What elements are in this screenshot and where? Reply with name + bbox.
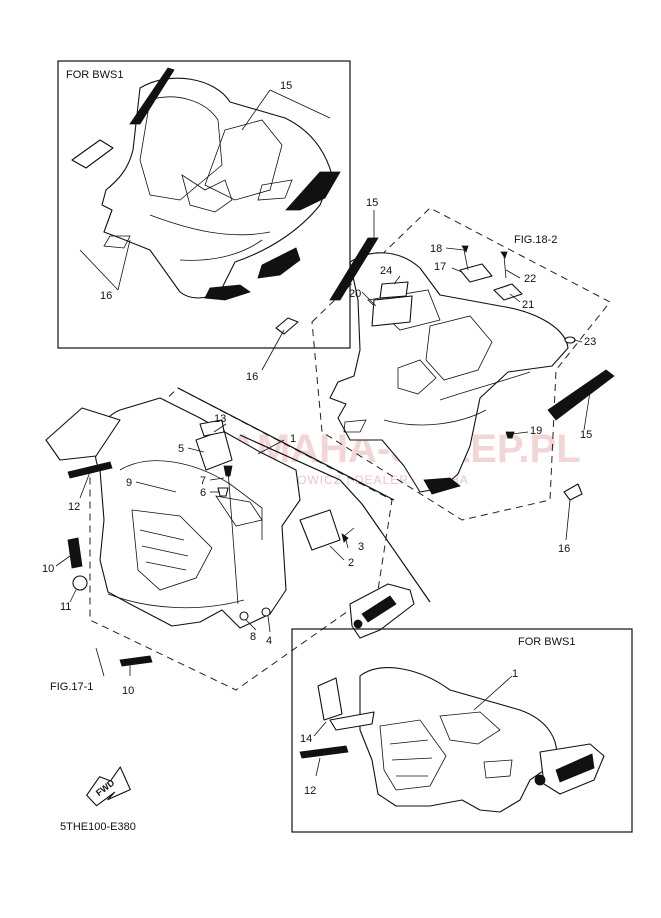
- callout-10-lower: 10: [122, 685, 134, 697]
- callout-11: 11: [60, 601, 71, 613]
- callout-3: 3: [358, 541, 364, 553]
- callout-5: 5: [178, 443, 184, 455]
- callout-21: 21: [522, 299, 534, 311]
- callout-13: 13: [214, 413, 226, 425]
- callout-12-bws1: 12: [304, 785, 316, 797]
- callout-9: 9: [126, 477, 132, 489]
- callout-15-top: 15: [280, 80, 292, 92]
- callout-16-top: 16: [100, 290, 112, 302]
- callout-10-front: 10: [42, 563, 54, 575]
- front-fender-group: FIG.17-1 1 13 5 7 6 9 12 10 11 3 2 8 4 1…: [42, 387, 431, 697]
- callout-17: 17: [434, 261, 446, 273]
- callout-8: 8: [250, 631, 256, 643]
- diagram-code: 5THE100-E380: [60, 821, 136, 833]
- callout-12-front: 12: [68, 501, 80, 513]
- box-bottom-title: FOR BWS1: [518, 636, 575, 648]
- rear-fender-group: FIG.18-2 15 18 17 22 24 20 21 23 19 15 1…: [246, 197, 615, 555]
- callout-14: 14: [300, 733, 312, 745]
- fig-ref-17-1: FIG.17-1: [50, 681, 93, 693]
- box-top-bws1: FOR BWS1 15 16: [57, 60, 351, 349]
- callout-1-front: 1: [290, 433, 296, 445]
- callout-23: 23: [584, 336, 596, 348]
- callout-24: 24: [380, 265, 392, 277]
- callout-15-right: 15: [580, 429, 592, 441]
- callout-22: 22: [524, 273, 536, 285]
- box-bottom-bws1: FOR BWS1 1 14 12: [291, 628, 633, 833]
- callout-6: 6: [200, 487, 206, 499]
- callout-15-mid: 15: [366, 197, 378, 209]
- callout-16-mid: 16: [246, 371, 258, 383]
- fig-ref-18-2: FIG.18-2: [514, 234, 557, 246]
- callout-2: 2: [348, 557, 354, 569]
- fwd-arrow: FWD: [86, 766, 131, 807]
- callout-18: 18: [430, 243, 442, 255]
- callout-4: 4: [266, 635, 272, 647]
- callout-19: 19: [530, 425, 542, 437]
- box-top-title: FOR BWS1: [66, 69, 123, 81]
- callout-1-bws1: 1: [512, 668, 518, 680]
- callout-7: 7: [200, 475, 206, 487]
- callout-16-right: 16: [558, 543, 570, 555]
- callout-20: 20: [349, 288, 361, 300]
